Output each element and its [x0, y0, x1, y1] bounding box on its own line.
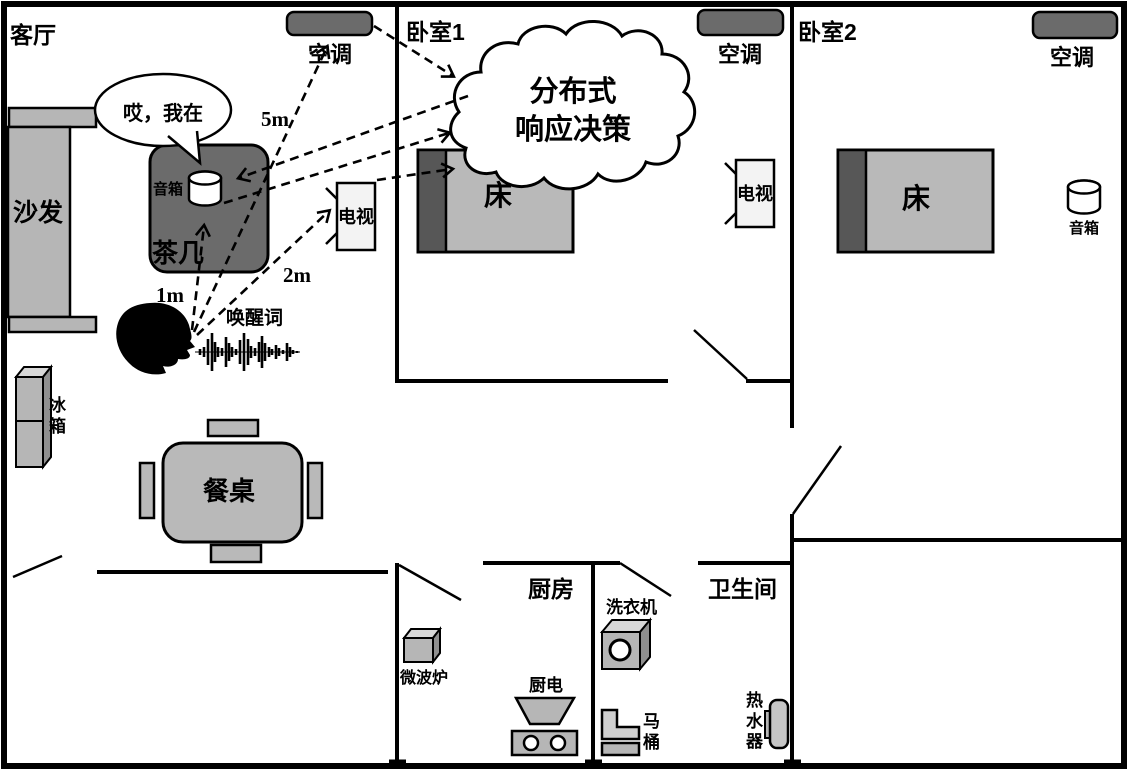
- range-hood: [513, 696, 577, 726]
- door-swing-bedroom1: [693, 329, 748, 380]
- chair-top: [206, 418, 260, 438]
- microwave-side: [432, 626, 441, 665]
- living-speaker-top: [187, 170, 223, 186]
- microwave-top: [401, 628, 443, 639]
- living-speaker-label: 音箱: [153, 181, 184, 198]
- voice-waveform-icon: [198, 333, 299, 371]
- bedroom1-ac-unit: [696, 8, 785, 37]
- coffee-table-label: 茶几: [152, 238, 205, 268]
- bed2-pillow: [836, 148, 868, 254]
- bedroom1-ac-label: 空调: [718, 42, 763, 67]
- door-swing-bedroom2: [791, 445, 843, 515]
- washer-top: [599, 619, 653, 633]
- fridge-label: 冰箱: [49, 396, 66, 436]
- bedroom1-label: 卧室1: [406, 19, 465, 45]
- door-swing-kitchen: [398, 563, 462, 602]
- speech-bubble-tail: [167, 130, 202, 166]
- bathroom-label: 卫生间: [708, 576, 777, 602]
- cloud-title-line2: 响应决策: [514, 114, 631, 146]
- toilet-label: 马桶: [643, 712, 660, 752]
- bedroom2-speaker-top: [1066, 179, 1102, 195]
- stove-burner-left: [522, 734, 540, 752]
- kitchen-appliance-label: 厨电: [529, 676, 563, 695]
- sofa-top-armrest: [7, 106, 98, 129]
- chair-left: [138, 461, 156, 520]
- sofa-label: 沙发: [13, 199, 64, 227]
- bedroom2-label: 卧室2: [798, 19, 857, 45]
- bedroom1-tv-label: 电视: [737, 184, 773, 204]
- dining-table-label: 餐桌: [203, 476, 256, 506]
- living-tv-label: 电视: [338, 207, 374, 227]
- bedroom2-ac-unit: [1031, 10, 1119, 40]
- distance-5m-label: 5m: [261, 107, 289, 131]
- microwave-front: [403, 637, 434, 663]
- speech-bubble-tail-fill: [168, 131, 200, 163]
- bedroom1-tv-stand-marks: [724, 162, 737, 225]
- speech-bubble-text: 哎，我在: [123, 103, 203, 125]
- living-ac-unit: [285, 10, 374, 37]
- arrow-tv-to-cloud: [376, 162, 456, 182]
- fridge-top: [13, 366, 54, 378]
- door-swing-entry: [12, 554, 63, 579]
- living-room-label: 客厅: [10, 22, 56, 48]
- bedroom2-speaker-icon: [1066, 179, 1102, 215]
- toilet-base: [600, 741, 641, 757]
- sofa-bottom-armrest: [7, 315, 98, 334]
- microwave-label: 微波炉: [400, 670, 449, 687]
- cloud-title-line1: 分布式: [529, 76, 617, 108]
- washer-label: 洗衣机: [606, 598, 657, 617]
- water-heater-tab: [764, 710, 773, 739]
- bed1-label: 床: [484, 180, 513, 211]
- water-heater-label: 热水器: [746, 691, 763, 752]
- kitchen-label: 厨房: [528, 576, 574, 602]
- distance-2m-label: 2m: [283, 263, 311, 287]
- bed2-label: 床: [902, 183, 931, 214]
- washer-side: [639, 617, 651, 672]
- arrow-speaker-to-cloud: [223, 128, 453, 205]
- stove: [510, 729, 579, 757]
- bed1-pillow: [416, 148, 448, 254]
- arrow-person-to-ac: [192, 43, 331, 333]
- fridge-front: [15, 376, 44, 468]
- signal-arrows: [190, 24, 469, 336]
- bedroom2-speaker-label: 音箱: [1069, 220, 1100, 237]
- bedroom2-ac-label: 空调: [1050, 45, 1095, 70]
- chair-bottom: [209, 543, 263, 564]
- toilet-shape: [600, 708, 641, 741]
- chair-right: [306, 461, 324, 520]
- distance-1m-label: 1m: [156, 283, 184, 307]
- cloud-title: 分布式 响应决策: [453, 73, 693, 149]
- wake-word-label: 唤醒词: [226, 308, 284, 329]
- washer-front: [601, 631, 641, 670]
- person-head-silhouette: [116, 302, 195, 375]
- water-heater-unit: [768, 698, 790, 750]
- living-ac-label: 空调: [308, 42, 353, 67]
- washer-door: [608, 638, 632, 662]
- door-swing-bathroom: [619, 561, 672, 598]
- stove-burner-right: [549, 734, 567, 752]
- living-speaker-icon: [187, 170, 223, 207]
- living-tv-stand-marks: [325, 187, 338, 245]
